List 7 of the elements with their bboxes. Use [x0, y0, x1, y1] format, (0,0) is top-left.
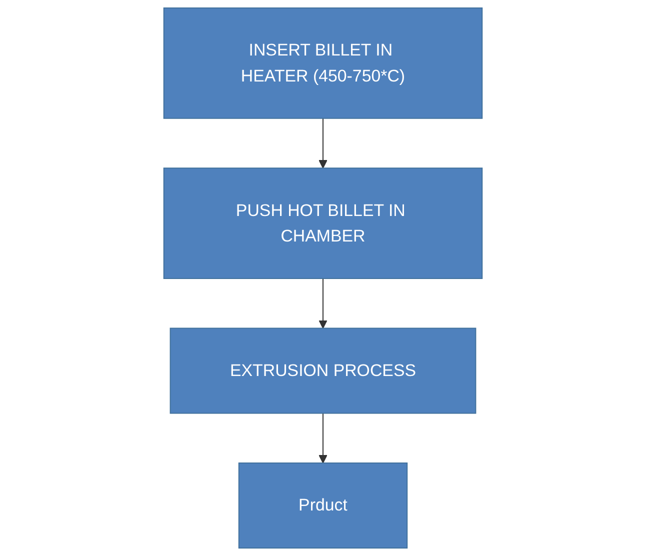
node-box: EXTRUSION PROCESS	[170, 328, 476, 414]
arrow	[318, 118, 328, 168]
arrow	[318, 412, 328, 464]
arrow	[318, 278, 328, 329]
node-box: INSERT BILLET IN HEATER (450-750*C)	[163, 7, 483, 119]
node-box: Prduct	[238, 462, 408, 549]
node-box: PUSH HOT BILLET IN CHAMBER	[163, 168, 483, 279]
